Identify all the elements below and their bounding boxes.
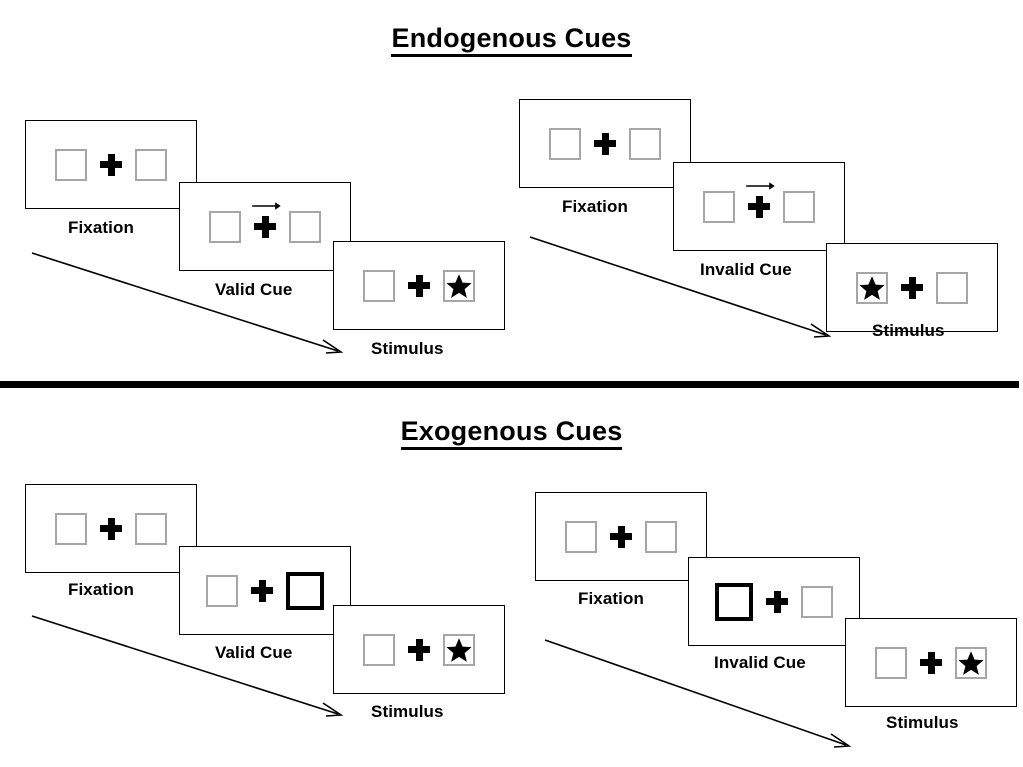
placeholder-box-right: [801, 585, 833, 618]
fixation-cross-icon: [251, 579, 273, 602]
arrow-right-icon: [746, 181, 775, 190]
arrow-right-icon: [252, 201, 281, 210]
placeholder-box-right: [629, 127, 661, 160]
placeholder-box-right: [783, 190, 815, 223]
placeholder-box-left: [363, 633, 395, 666]
caption-endogenous-invalid-cue: Invalid Cue: [700, 260, 792, 279]
placeholder-box-left: [549, 127, 581, 160]
placeholder-box-right: [443, 269, 475, 302]
panel-exogenous-invalid-stimulus: [845, 618, 1017, 707]
panel-exogenous-invalid-fixation: [535, 492, 707, 581]
section-title-endogenous: Endogenous Cues: [0, 23, 1023, 57]
fixation-cross-icon: [252, 201, 281, 238]
placeholder-box-right: [645, 520, 677, 553]
placeholder-box-left: [856, 271, 888, 304]
panel-endogenous-invalid-fixation: [519, 99, 691, 188]
caption-exogenous-valid-fixation: Fixation: [68, 580, 134, 599]
placeholder-box-right: [443, 633, 475, 666]
fixation-cross-icon: [746, 181, 775, 218]
star-icon: [859, 275, 885, 300]
placeholder-box-left: [565, 520, 597, 553]
placeholder-box-right: [936, 271, 968, 304]
caption-exogenous-valid-cue: Valid Cue: [215, 643, 293, 662]
panel-exogenous-valid-stimulus: [333, 605, 505, 694]
fixation-cross-icon: [408, 638, 430, 661]
fixation-cross-icon: [610, 525, 632, 548]
caption-exogenous-invalid-stimulus: Stimulus: [886, 713, 959, 732]
placeholder-box-left: [363, 269, 395, 302]
fixation-cross-icon: [920, 651, 942, 674]
caption-endogenous-valid-stimulus: Stimulus: [371, 339, 444, 358]
panel-endogenous-invalid-stimulus: [826, 243, 998, 332]
placeholder-box-right: [135, 512, 167, 545]
fixation-cross-icon: [100, 517, 122, 540]
fixation-cross-icon: [901, 276, 923, 299]
section-title-endogenous-text: Endogenous Cues: [391, 23, 632, 57]
section-title-exogenous-text: Exogenous Cues: [400, 416, 623, 450]
panel-endogenous-valid-stimulus: [333, 241, 505, 330]
panel-endogenous-valid-cue: [179, 182, 351, 271]
star-icon: [446, 273, 472, 298]
caption-endogenous-invalid-stimulus: Stimulus: [872, 321, 945, 340]
caption-exogenous-invalid-cue: Invalid Cue: [714, 653, 806, 672]
placeholder-box-right: [955, 646, 987, 679]
placeholder-box-right: [289, 210, 321, 243]
placeholder-box-left: [206, 574, 238, 607]
star-icon: [446, 637, 472, 662]
section-divider: [0, 381, 1019, 388]
star-icon: [958, 650, 984, 675]
panel-endogenous-invalid-cue: [673, 162, 845, 251]
caption-endogenous-valid-fixation: Fixation: [68, 218, 134, 237]
panel-exogenous-valid-fixation: [25, 484, 197, 573]
caption-endogenous-valid-cue: Valid Cue: [215, 280, 293, 299]
caption-exogenous-invalid-fixation: Fixation: [578, 589, 644, 608]
placeholder-box-left: [55, 148, 87, 181]
placeholder-box-right: [135, 148, 167, 181]
time-flow-arrow-icon-exogenous-invalid: [544, 639, 852, 748]
cued-box-left: [715, 582, 753, 621]
caption-endogenous-invalid-fixation: Fixation: [562, 197, 628, 216]
fixation-cross-icon: [408, 274, 430, 297]
cued-box-right: [286, 571, 324, 610]
panel-exogenous-invalid-cue: [688, 557, 860, 646]
placeholder-box-left: [209, 210, 241, 243]
fixation-cross-icon: [766, 590, 788, 613]
placeholder-box-left: [55, 512, 87, 545]
section-title-exogenous: Exogenous Cues: [0, 416, 1023, 450]
fixation-cross-icon: [594, 132, 616, 155]
panel-endogenous-valid-fixation: [25, 120, 197, 209]
fixation-cross-icon: [100, 153, 122, 176]
caption-exogenous-valid-stimulus: Stimulus: [371, 702, 444, 721]
panel-exogenous-valid-cue: [179, 546, 351, 635]
placeholder-box-left: [703, 190, 735, 223]
placeholder-box-left: [875, 646, 907, 679]
